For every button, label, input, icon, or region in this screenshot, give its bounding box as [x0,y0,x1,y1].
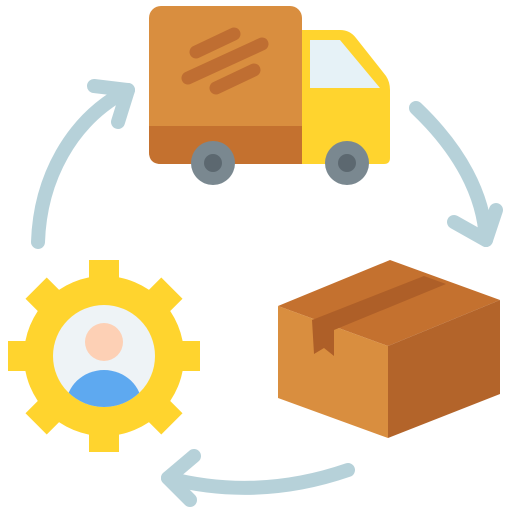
user-gear-icon [8,260,200,452]
cycle-arrow-icon [31,79,503,507]
avatar-head [85,323,123,361]
avatar-body [66,370,142,407]
arrow-box-to-gear [161,449,355,507]
delivery-truck-icon [149,6,390,185]
truck-wheel-front [325,141,369,185]
truck-window [310,40,380,88]
box-tape [312,276,446,356]
truck-wheel-rear [191,141,235,185]
arrow-truck-to-box [409,101,503,247]
arrow-left-to-truck [31,79,135,249]
cardboard-box-icon [278,260,500,438]
box-side-face [388,300,500,438]
box-front-face [278,306,388,438]
avatar [66,323,142,407]
truck-stripes [181,27,269,95]
